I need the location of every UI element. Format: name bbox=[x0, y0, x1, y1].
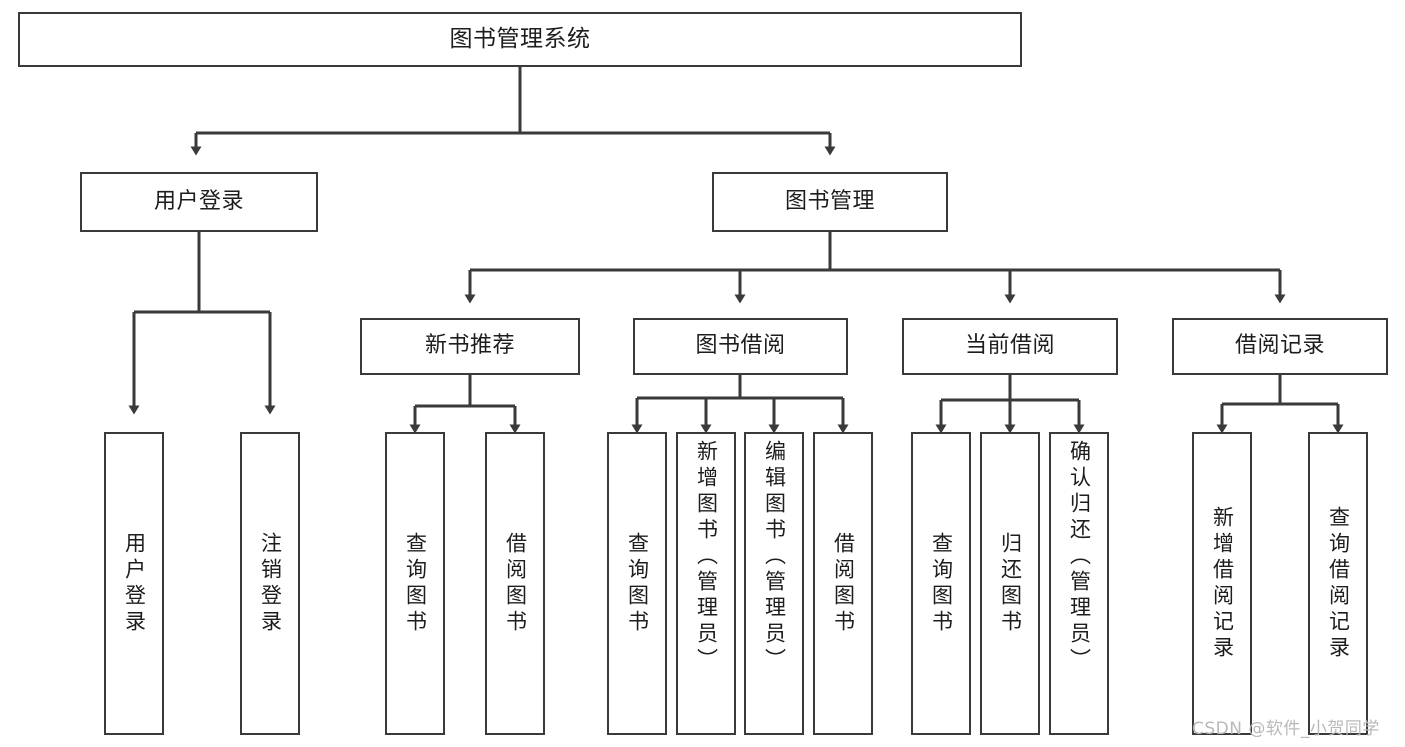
node-new-book-recommend[interactable]: 新书推荐 bbox=[360, 318, 580, 375]
leaf-nb-borrow-book-label: 借阅图书 bbox=[503, 531, 528, 636]
leaf-bb-add-book[interactable]: 新增图书（管理员） bbox=[676, 432, 736, 735]
node-user-login-label: 用户登录 bbox=[153, 188, 244, 214]
leaf-user-login-label: 用户登录 bbox=[122, 531, 147, 636]
node-book-borrow-label: 图书借阅 bbox=[695, 333, 786, 359]
leaf-br-query-record[interactable]: 查询借阅记录 bbox=[1308, 432, 1368, 735]
leaf-bb-borrow-book[interactable]: 借阅图书 bbox=[813, 432, 873, 735]
node-root-label: 图书管理系统 bbox=[449, 25, 591, 52]
leaf-bb-query-book[interactable]: 查询图书 bbox=[607, 432, 667, 735]
leaf-cb-return-book[interactable]: 归还图书 bbox=[980, 432, 1040, 735]
leaf-nb-query-book[interactable]: 查询图书 bbox=[385, 432, 445, 735]
leaf-cb-return-book-label: 归还图书 bbox=[998, 531, 1023, 636]
node-current-borrow-label: 当前借阅 bbox=[964, 333, 1055, 359]
node-book-management-label: 图书管理 bbox=[784, 188, 875, 214]
leaf-cb-confirm-return-label: 确认归还（管理员） bbox=[1067, 440, 1092, 674]
node-user-login[interactable]: 用户登录 bbox=[80, 172, 318, 232]
node-borrow-record-label: 借阅记录 bbox=[1234, 333, 1325, 359]
leaf-user-login[interactable]: 用户登录 bbox=[104, 432, 164, 735]
leaf-br-add-record-label: 新增借阅记录 bbox=[1210, 505, 1235, 662]
node-book-management[interactable]: 图书管理 bbox=[712, 172, 948, 232]
leaf-cb-confirm-return[interactable]: 确认归还（管理员） bbox=[1049, 432, 1109, 735]
leaf-cb-query-book[interactable]: 查询图书 bbox=[911, 432, 971, 735]
leaf-bb-edit-book-label: 编辑图书（管理员） bbox=[762, 440, 787, 674]
leaf-bb-add-book-label: 新增图书（管理员） bbox=[694, 440, 719, 674]
leaf-bb-query-book-label: 查询图书 bbox=[625, 531, 650, 636]
leaf-br-query-record-label: 查询借阅记录 bbox=[1326, 505, 1351, 662]
leaf-bb-edit-book[interactable]: 编辑图书（管理员） bbox=[744, 432, 804, 735]
leaf-br-add-record[interactable]: 新增借阅记录 bbox=[1192, 432, 1252, 735]
leaf-nb-query-book-label: 查询图书 bbox=[403, 531, 428, 636]
node-borrow-record[interactable]: 借阅记录 bbox=[1172, 318, 1388, 375]
node-book-borrow[interactable]: 图书借阅 bbox=[633, 318, 848, 375]
leaf-bb-borrow-book-label: 借阅图书 bbox=[831, 531, 856, 636]
leaf-logout[interactable]: 注销登录 bbox=[240, 432, 300, 735]
leaf-cb-query-book-label: 查询图书 bbox=[929, 531, 954, 636]
node-new-book-recommend-label: 新书推荐 bbox=[424, 333, 515, 359]
leaf-logout-label: 注销登录 bbox=[258, 531, 283, 636]
leaf-nb-borrow-book[interactable]: 借阅图书 bbox=[485, 432, 545, 735]
node-root[interactable]: 图书管理系统 bbox=[18, 12, 1022, 67]
node-current-borrow[interactable]: 当前借阅 bbox=[902, 318, 1118, 375]
csdn-watermark: CSDN @软件_小贺同学 bbox=[1192, 719, 1380, 739]
